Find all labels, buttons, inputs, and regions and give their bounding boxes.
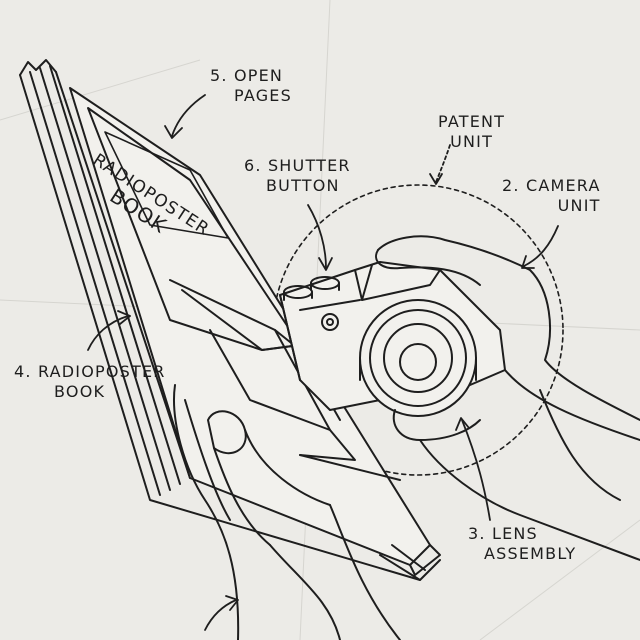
arrow-icon-shutter-button xyxy=(307,204,327,269)
arrow-icon-radioposter-book xyxy=(87,315,129,351)
arrow-icon-camera-unit xyxy=(523,225,559,267)
label-lens-assembly-line2: ASSEMBLY xyxy=(484,544,577,563)
label-radioposter-book-line1: 4. RADIOPOSTER xyxy=(14,362,166,381)
arrow-icon-bottom xyxy=(204,599,237,631)
label-lens-assembly: 3. LENS ASSEMBLY xyxy=(468,524,576,564)
arrows xyxy=(87,94,559,631)
arrow-icon-patent-unit xyxy=(435,144,451,183)
label-lens-assembly-line1: 3. LENS xyxy=(468,524,538,543)
arrow-icon-open-pages xyxy=(171,94,206,137)
left-hand-drawing xyxy=(173,384,401,640)
label-shutter-button-line2: BUTTON xyxy=(266,176,340,195)
camera-drawing xyxy=(279,261,506,417)
label-radioposter-book-line2: BOOK xyxy=(54,382,106,401)
label-shutter-button-line1: 6. SHUTTER xyxy=(244,156,351,175)
label-patent-unit-line2: UNIT xyxy=(450,132,494,151)
label-patent-unit: PATENT UNIT xyxy=(438,112,505,152)
label-camera-unit: 2. CAMERA UNIT xyxy=(502,176,601,216)
label-patent-unit-line1: PATENT xyxy=(438,112,506,131)
right-hand-drawing xyxy=(375,235,640,561)
label-open-pages-line1: 5. OPEN xyxy=(210,66,284,85)
label-camera-unit-line1: 2. CAMERA xyxy=(502,176,601,195)
label-camera-unit-line2: UNIT xyxy=(557,196,601,215)
label-open-pages: 5. OPEN PAGES xyxy=(210,66,292,106)
arrow-icon-lens-assembly xyxy=(461,419,491,521)
label-shutter-button: 6. SHUTTER BUTTON xyxy=(244,156,351,196)
label-open-pages-line2: PAGES xyxy=(234,86,292,105)
label-radioposter-book: 4. RADIOPOSTER BOOK xyxy=(14,362,166,402)
book-drawing xyxy=(19,59,441,581)
